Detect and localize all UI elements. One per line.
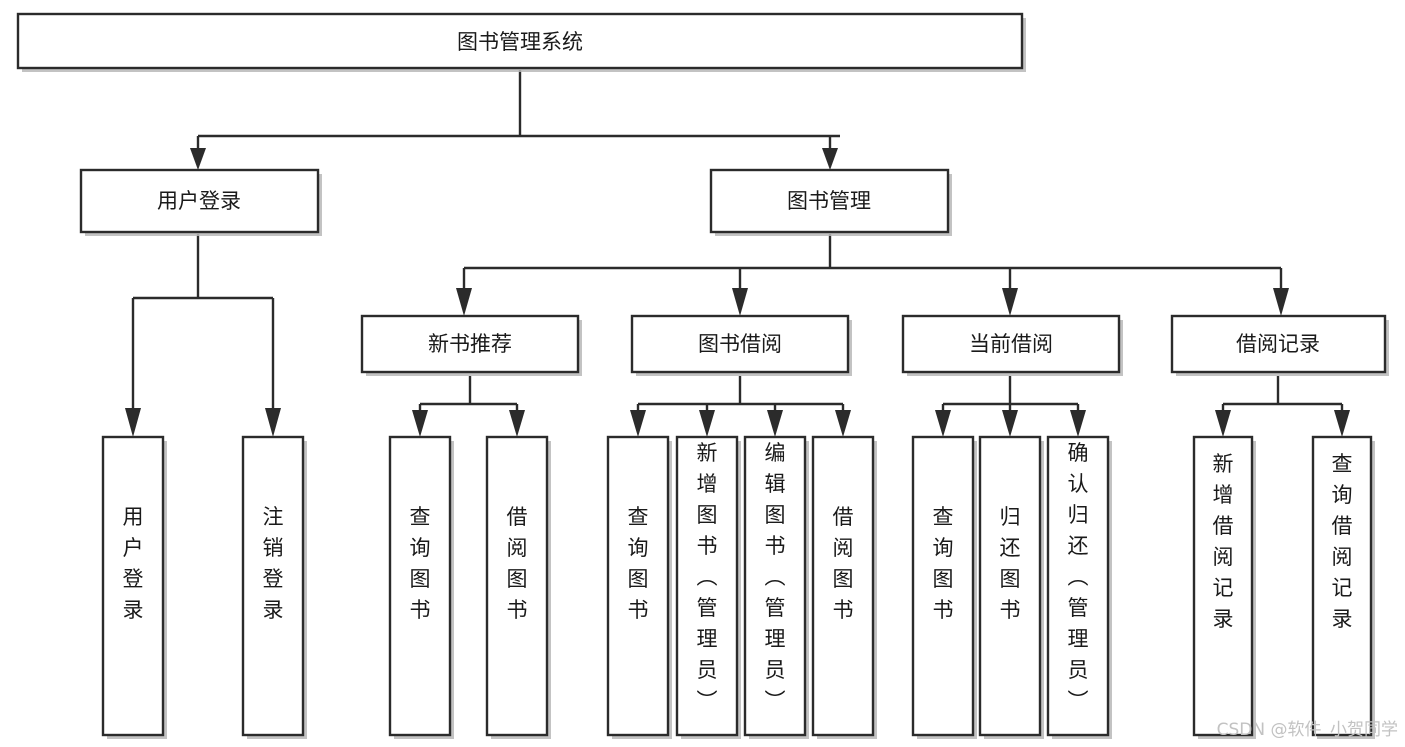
leaf-user-login-rect (101, 435, 165, 737)
leaf-query-book-3-label: 查询图书 (933, 505, 954, 622)
arrowhead-leaf-query-record (1334, 410, 1350, 437)
current-borrow-rect (901, 314, 1121, 374)
user-login-rect (79, 168, 320, 234)
book-manage-rect (709, 168, 950, 234)
csdn-watermark: CSDN @软件_小贺同学 (1217, 720, 1398, 740)
leaf-return-book-rect (978, 435, 1042, 737)
leaf-query-book-1-rect (388, 435, 452, 737)
node-leaf-borrow-book-2[interactable]: 借阅图书 (811, 435, 877, 739)
leaf-add-record-label: 新增借阅记录 (1213, 452, 1234, 631)
user-login-label: 用户登录 (157, 189, 241, 213)
leaf-add-record-rect (1192, 435, 1254, 737)
node-leaf-query-book-3[interactable]: 查询图书 (911, 435, 977, 739)
node-leaf-query-book-1[interactable]: 查询图书 (388, 435, 454, 739)
leaf-query-record-rect (1311, 435, 1373, 737)
leaf-user-logout-rect (241, 435, 305, 737)
leaf-query-book-2-rect (606, 435, 670, 737)
leaf-add-book-rect (675, 435, 739, 737)
arrowhead-leaf-return-book (1002, 410, 1018, 437)
leaf-return-book-label: 归还图书 (1000, 505, 1021, 622)
leaf-user-login-label: 用户登录 (123, 505, 144, 622)
leaf-edit-book-label: 编辑图书︵管理员︶ (765, 441, 786, 713)
arrowhead-leaf-query-book-2 (630, 410, 646, 437)
new-book-rec-label: 新书推荐 (428, 332, 512, 356)
leaf-edit-book-rect (743, 435, 807, 737)
leaf-confirm-return-label: 确认归还︵管理员︶ (1068, 441, 1089, 713)
node-leaf-user-login[interactable]: 用户登录 (101, 435, 167, 739)
leaf-query-record-label: 查询借阅记录 (1332, 452, 1353, 631)
book-manage-label: 图书管理 (787, 189, 871, 213)
borrow-record-label: 借阅记录 (1236, 332, 1320, 356)
root-rect (16, 12, 1024, 70)
node-current-borrow[interactable]: 当前借阅 (901, 314, 1123, 376)
node-root[interactable]: 图书管理系统 (16, 12, 1026, 72)
node-book-manage[interactable]: 图书管理 (709, 168, 952, 236)
leaf-user-logout-label: 注销登录 (263, 505, 284, 622)
arrowhead-leaf-borrow-book-2 (835, 410, 851, 437)
arrowhead-book-manage (822, 148, 838, 170)
node-leaf-confirm-return[interactable]: 确认归还︵管理员︶ (1046, 435, 1112, 739)
root-label: 图书管理系统 (457, 30, 583, 54)
arrowhead-leaf-borrow-book-1 (509, 410, 525, 437)
leaf-borrow-book-1-label: 借阅图书 (507, 505, 528, 622)
arrowhead-user-login (190, 148, 206, 170)
arrowhead-leaf-query-book-3 (935, 410, 951, 437)
node-leaf-user-logout[interactable]: 注销登录 (241, 435, 307, 739)
node-user-login[interactable]: 用户登录 (79, 168, 322, 236)
node-leaf-query-book-2[interactable]: 查询图书 (606, 435, 672, 739)
arrowhead-leaf-confirm-return (1070, 410, 1086, 437)
node-book-borrow[interactable]: 图书借阅 (630, 314, 852, 376)
arrowhead-current-borrow (1002, 288, 1018, 316)
node-leaf-borrow-book-1[interactable]: 借阅图书 (485, 435, 551, 739)
node-new-book-rec[interactable]: 新书推荐 (360, 314, 582, 376)
node-leaf-return-book[interactable]: 归还图书 (978, 435, 1044, 739)
arrowhead-leaf-edit-book (767, 410, 783, 437)
arrowhead-leaf-add-book (699, 410, 715, 437)
arrowhead-borrow-record (1273, 288, 1289, 316)
arrowhead-leaf-add-record (1215, 410, 1231, 437)
book-borrow-label: 图书借阅 (698, 332, 782, 356)
arrowhead-leaf-user-login (125, 408, 141, 437)
leaf-query-book-1-label: 查询图书 (410, 505, 431, 622)
arrowhead-leaf-user-logout (265, 408, 281, 437)
borrow-record-rect (1170, 314, 1387, 374)
current-borrow-label: 当前借阅 (969, 332, 1053, 356)
edge-layer (125, 70, 1350, 437)
arrowhead-new-book-rec (456, 288, 472, 316)
new-book-rec-rect (360, 314, 580, 374)
leaf-borrow-book-2-label: 借阅图书 (833, 505, 854, 622)
leaf-query-book-3-rect (911, 435, 975, 737)
node-leaf-add-book[interactable]: 新增图书︵管理员︶ (675, 435, 741, 739)
book-borrow-rect (630, 314, 850, 374)
arrowhead-book-borrow (732, 288, 748, 316)
leaf-borrow-book-2-rect (811, 435, 875, 737)
leaf-query-book-2-label: 查询图书 (628, 505, 649, 622)
arrowhead-leaf-query-book-1 (412, 410, 428, 437)
leaf-add-book-label: 新增图书︵管理员︶ (697, 441, 718, 713)
node-borrow-record[interactable]: 借阅记录 (1170, 314, 1389, 376)
node-leaf-add-record[interactable]: 新增借阅记录 (1192, 435, 1256, 739)
node-leaf-edit-book[interactable]: 编辑图书︵管理员︶ (743, 435, 809, 739)
node-leaf-query-record[interactable]: 查询借阅记录 (1311, 435, 1375, 739)
leaf-confirm-return-rect (1046, 435, 1110, 737)
leaf-borrow-book-1-rect (485, 435, 549, 737)
